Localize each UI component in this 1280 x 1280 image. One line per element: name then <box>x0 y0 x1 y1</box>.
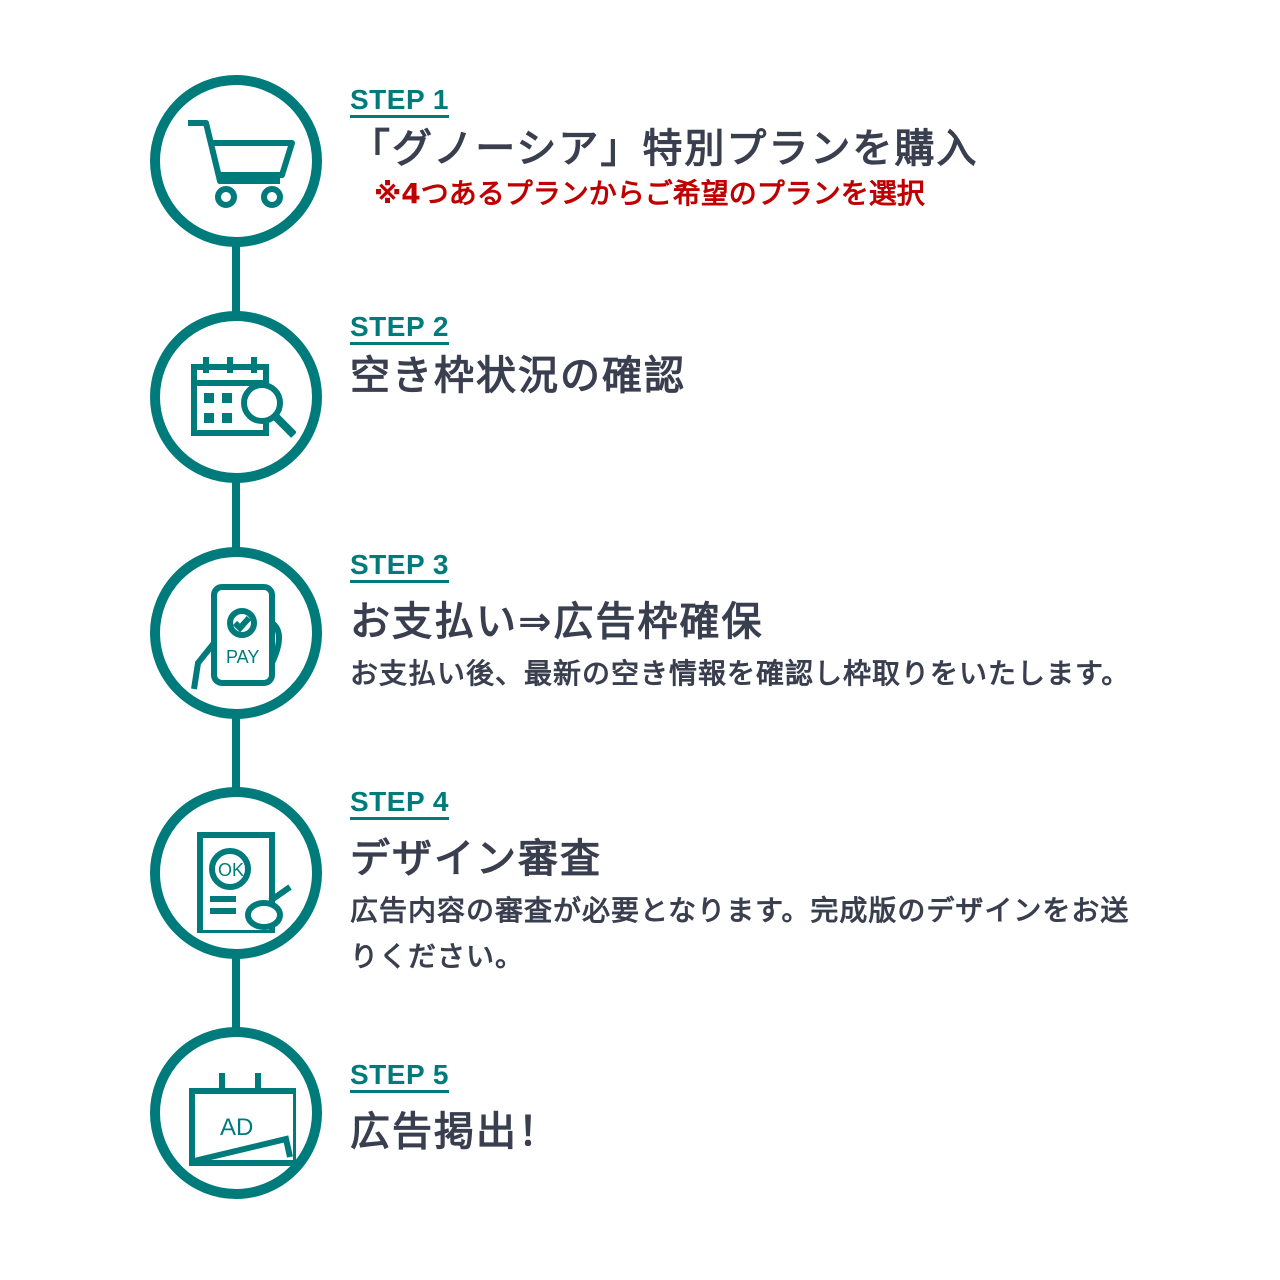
approval-stamp-icon: OK <box>197 832 292 933</box>
svg-text:OK: OK <box>218 860 244 880</box>
connector-line <box>232 476 240 556</box>
step-note: ※4つあるプランからご希望のプランを選択 <box>374 177 925 210</box>
step-title: 空き枠状況の確認 <box>350 353 686 399</box>
step5-icon-circle: AD <box>150 1027 322 1199</box>
step3-icon-circle: PAY <box>150 547 322 719</box>
ad-board-icon: AD <box>189 1073 296 1166</box>
svg-text:AD: AD <box>220 1114 253 1141</box>
shopping-cart-icon <box>188 120 295 208</box>
step-4: STEP 4 デザイン審査 広告内容の審査が必要となります。完成版のデザインをお… <box>350 787 1140 980</box>
step-label: STEP 4 <box>350 787 449 820</box>
step-2: STEP 2 空き枠状況の確認 <box>350 312 686 401</box>
step-label: STEP 1 <box>350 85 449 118</box>
connector-line <box>232 240 240 320</box>
svg-text:PAY: PAY <box>226 647 259 667</box>
step-3: STEP 3 お支払い⇒広告枠確保 お支払い後、最新の空き情報を確認し枠取りをい… <box>350 550 1140 697</box>
step-title: 「グノーシア」特別プランを購入 <box>350 126 979 172</box>
connector-line <box>232 952 240 1036</box>
step-title: お支払い⇒広告枠確保 <box>350 599 764 645</box>
step-label: STEP 2 <box>350 312 449 345</box>
step-label: STEP 3 <box>350 550 449 583</box>
step-description: お支払い後、最新の空き情報を確認し枠取りをいたします。 <box>350 657 1131 690</box>
step-title: デザイン審査 <box>350 836 602 882</box>
step1-icon-circle <box>150 75 322 247</box>
step-description: 広告内容の審査が必要となります。完成版のデザインをお送りください。 <box>350 894 1130 973</box>
step-1: STEP 1 「グノーシア」特別プランを購入 ※4つあるプランからご希望のプラン… <box>350 85 978 214</box>
step-5: STEP 5 広告掲出！ <box>350 1060 560 1157</box>
connector-line <box>232 712 240 798</box>
step2-icon-circle <box>150 311 322 483</box>
phone-pay-icon: PAY <box>191 584 282 690</box>
step-label: STEP 5 <box>350 1060 449 1093</box>
step4-icon-circle: OK <box>150 787 322 959</box>
calendar-search-icon <box>191 357 296 438</box>
step-title: 広告掲出！ <box>350 1109 560 1155</box>
